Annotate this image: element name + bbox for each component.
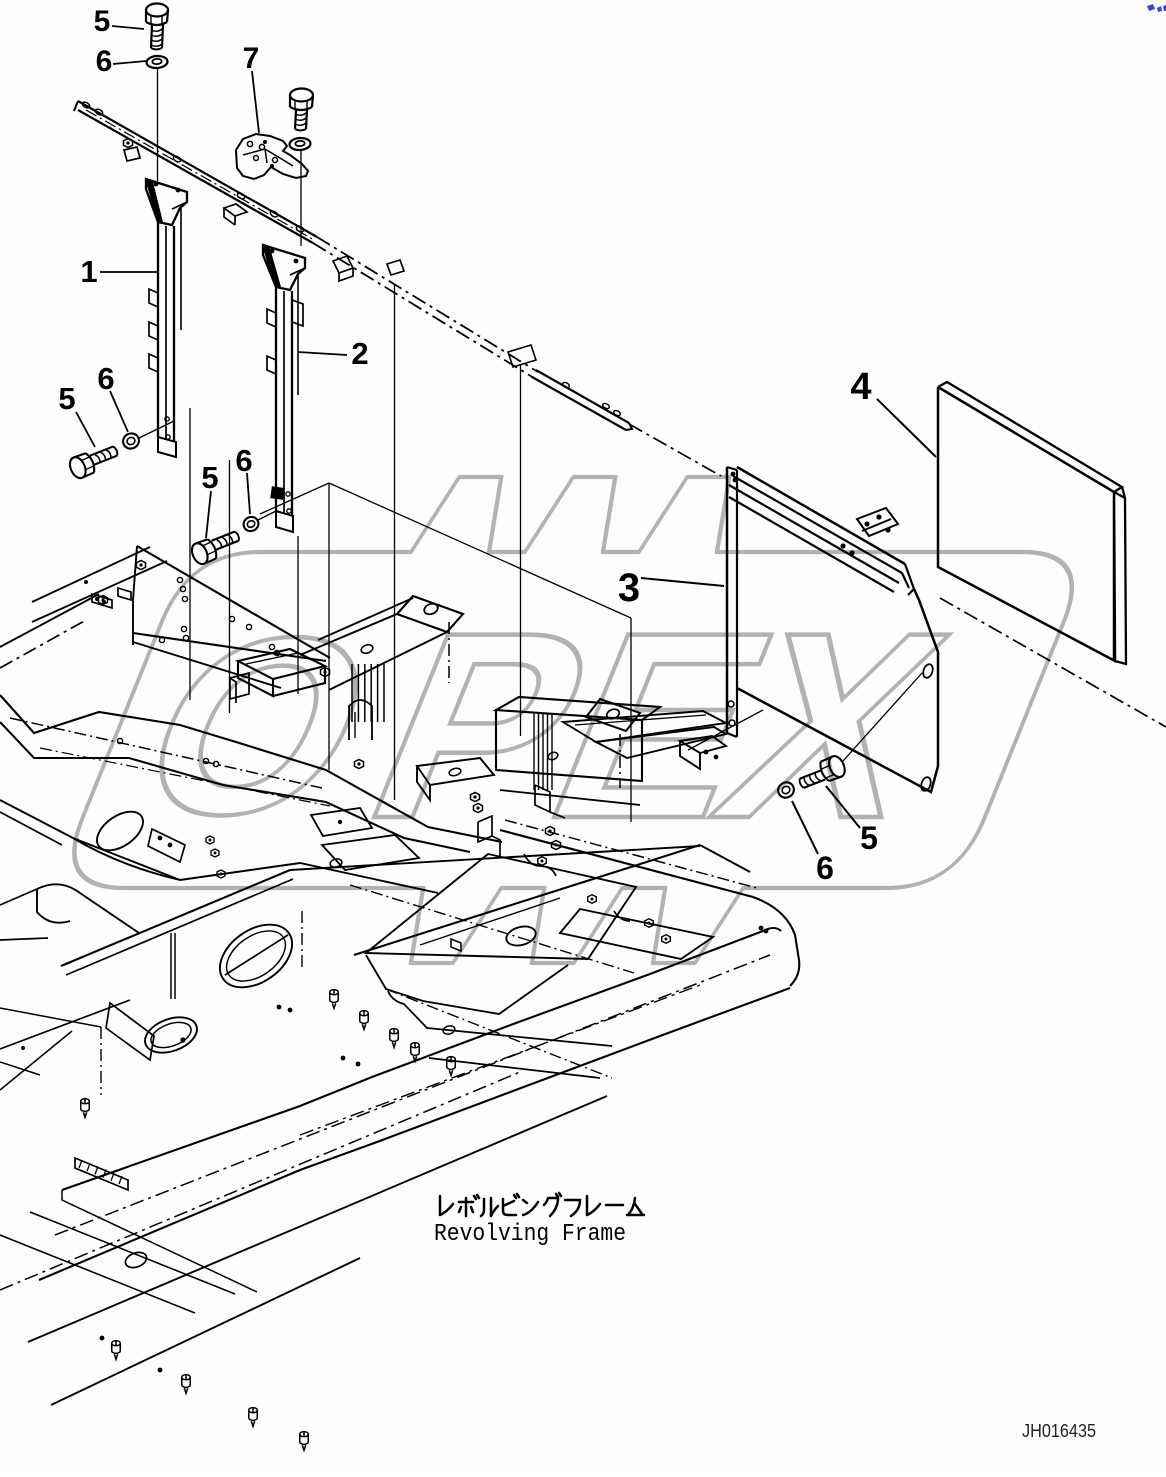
svg-text:5: 5 [58,381,75,416]
svg-text:3: 3 [618,566,640,610]
svg-text:6: 6 [97,361,114,396]
svg-text:JH016435: JH016435 [1022,1420,1096,1441]
svg-text:7: 7 [243,42,260,75]
svg-text:2: 2 [351,336,368,371]
svg-text:6: 6 [816,850,834,886]
svg-text:5: 5 [860,820,878,856]
svg-text:6: 6 [96,45,113,78]
svg-text:6: 6 [235,443,252,478]
svg-text:1: 1 [80,254,97,289]
svg-text:5: 5 [94,5,111,38]
svg-text:Revolving Frame: Revolving Frame [434,1221,626,1248]
svg-text:5: 5 [201,460,218,495]
svg-text:4: 4 [850,366,871,408]
